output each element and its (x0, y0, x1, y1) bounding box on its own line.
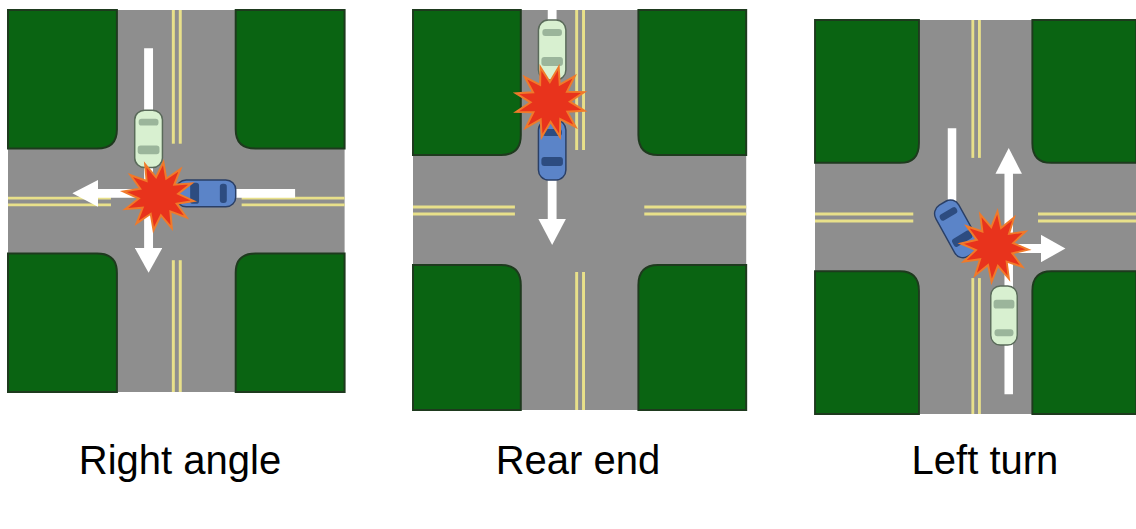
crash-type-label: Rear end (496, 438, 661, 482)
right-angle-panel (8, 10, 345, 392)
rear-end-panel (413, 10, 746, 410)
left-turn-panel (815, 20, 1136, 414)
crash-type-label: Right angle (79, 438, 281, 482)
crash-type-label: Left turn (912, 438, 1059, 482)
